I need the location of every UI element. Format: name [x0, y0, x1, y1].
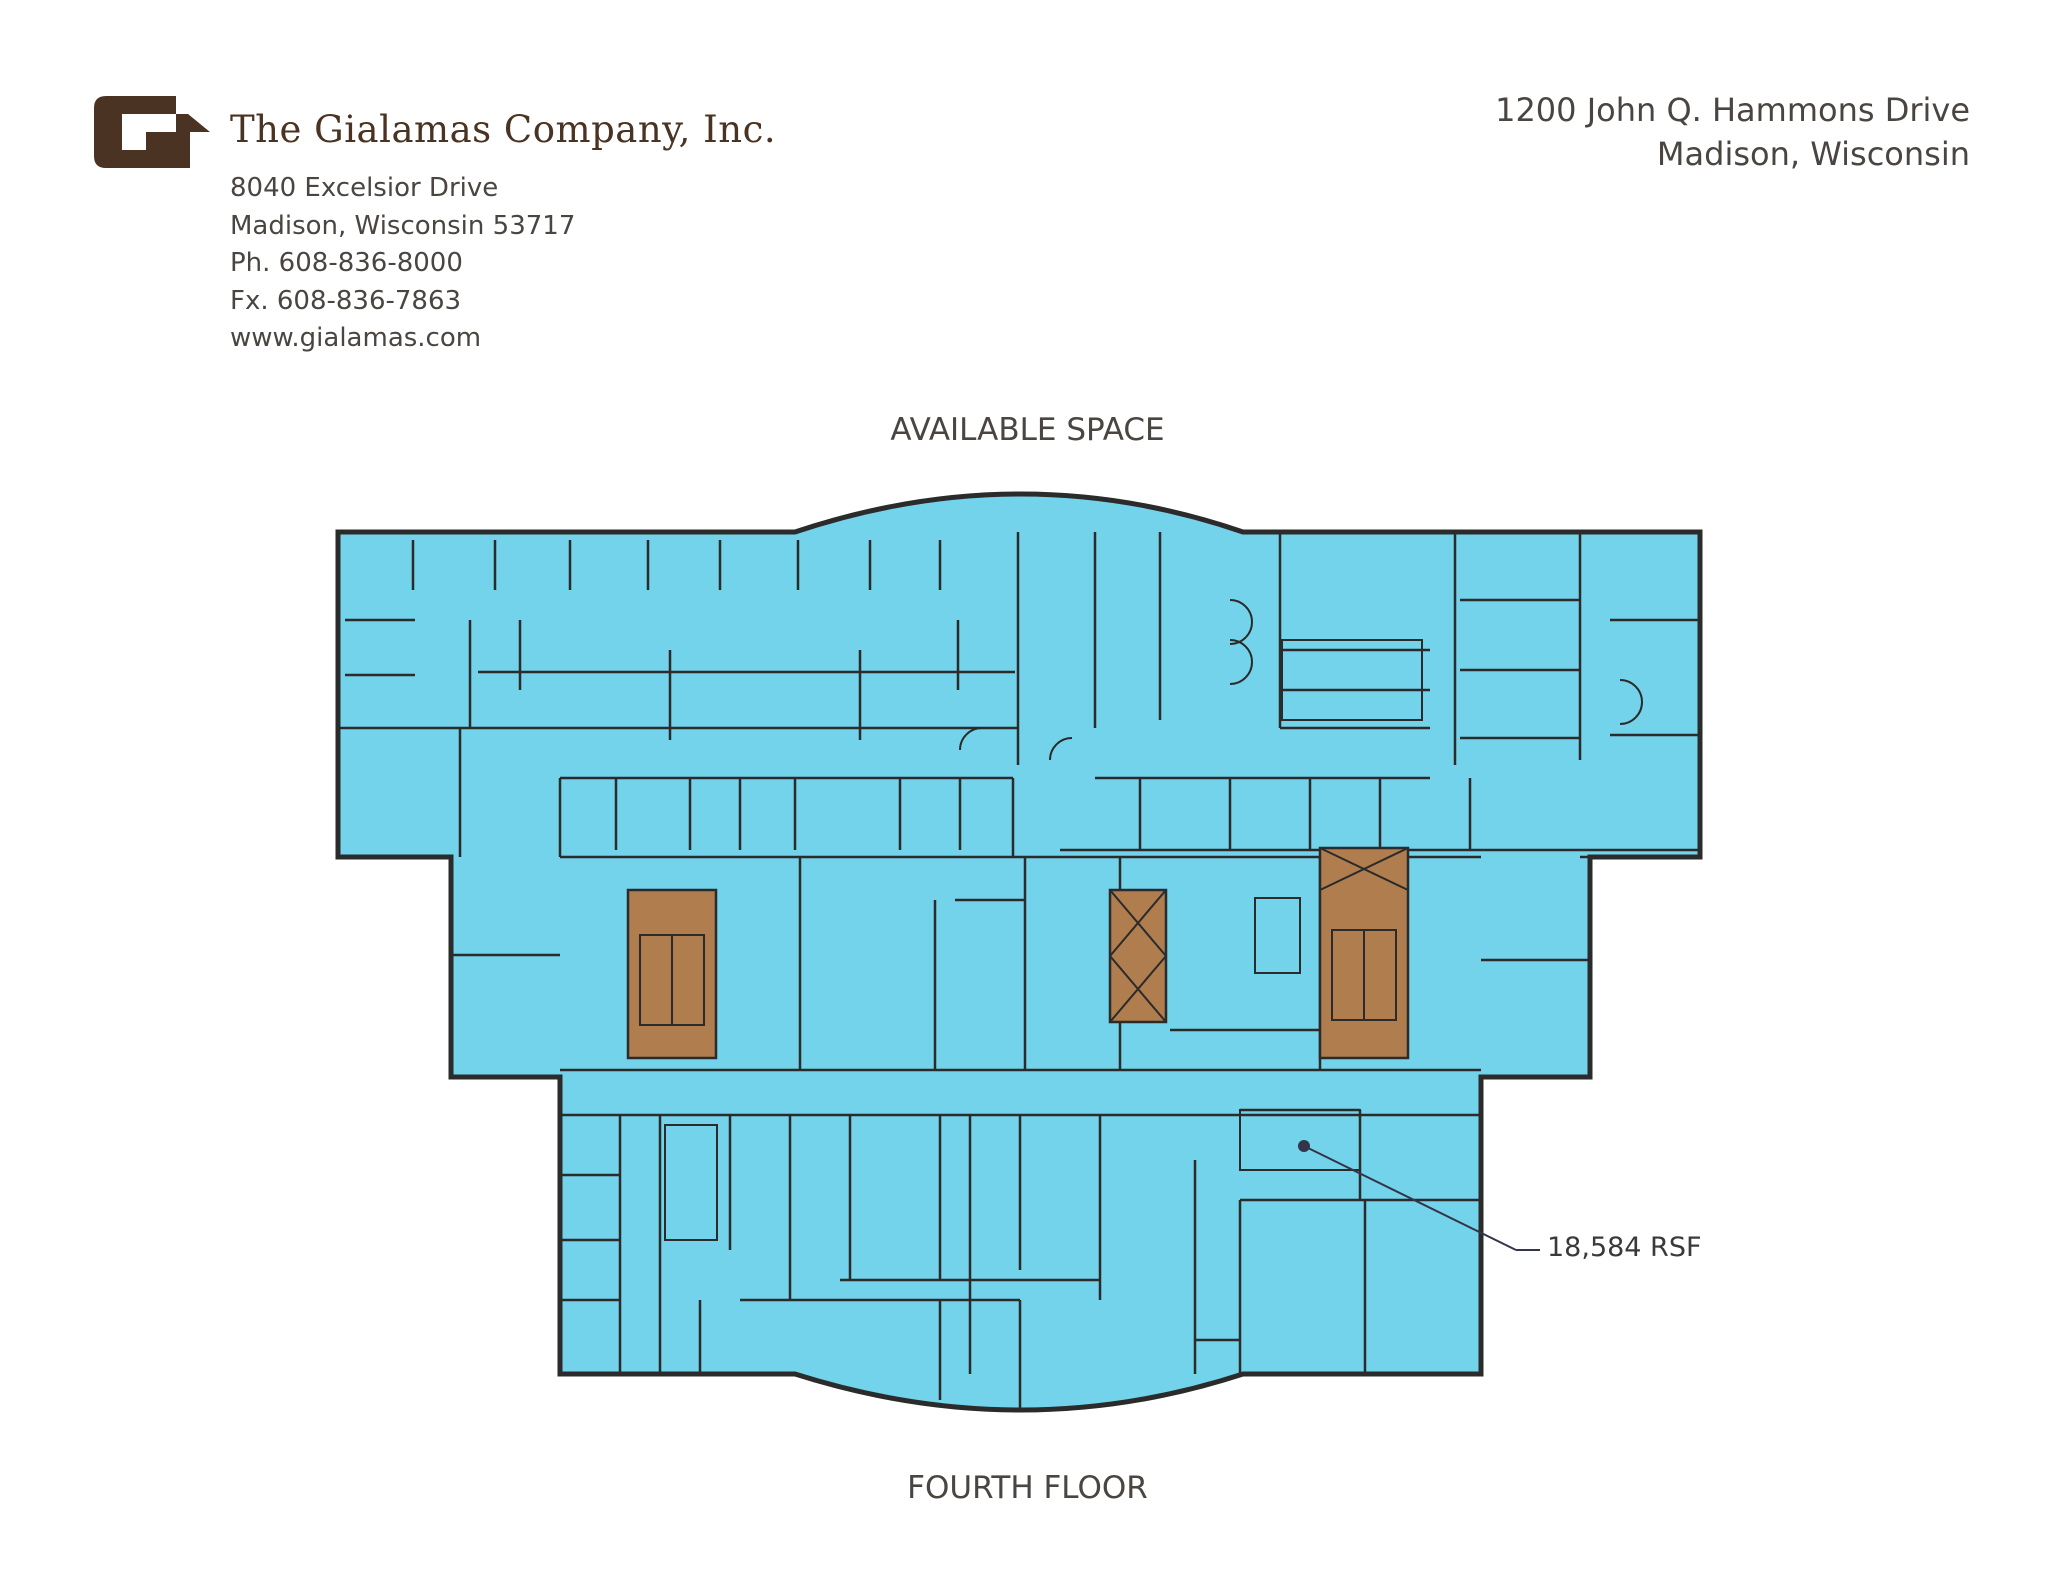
company-city: Madison, Wisconsin 53717	[230, 210, 576, 241]
gialamas-logo-icon	[94, 96, 210, 168]
area-rsf-label: 18,584 RSF	[1547, 1232, 1702, 1263]
property-address: 1200 John Q. Hammons Drive Madison, Wisc…	[1495, 88, 1970, 176]
property-city: Madison, Wisconsin	[1656, 135, 1970, 173]
interior-walls	[338, 532, 1700, 1410]
available-space-label: AVAILABLE SPACE	[890, 412, 1165, 448]
company-fax: Fx. 608-836-7863	[230, 285, 462, 316]
company-address: 8040 Excelsior Drive Madison, Wisconsin …	[230, 170, 575, 358]
building-core	[626, 846, 1410, 1060]
elevator-shaft	[1108, 888, 1168, 1024]
area-callout	[1298, 1140, 1540, 1251]
area-leader-line	[1303, 1145, 1517, 1251]
property-street: 1200 John Q. Hammons Drive	[1495, 91, 1970, 129]
company-website[interactable]: www.gialamas.com	[230, 323, 482, 353]
fixtures	[664, 599, 1643, 1241]
company-name: The Gialamas Company, Inc.	[230, 108, 777, 151]
floor-name-label: FOURTH FLOOR	[907, 1470, 1148, 1506]
company-phone: Ph. 608-836-8000	[230, 248, 463, 278]
company-street: 8040 Excelsior Drive	[230, 173, 499, 203]
